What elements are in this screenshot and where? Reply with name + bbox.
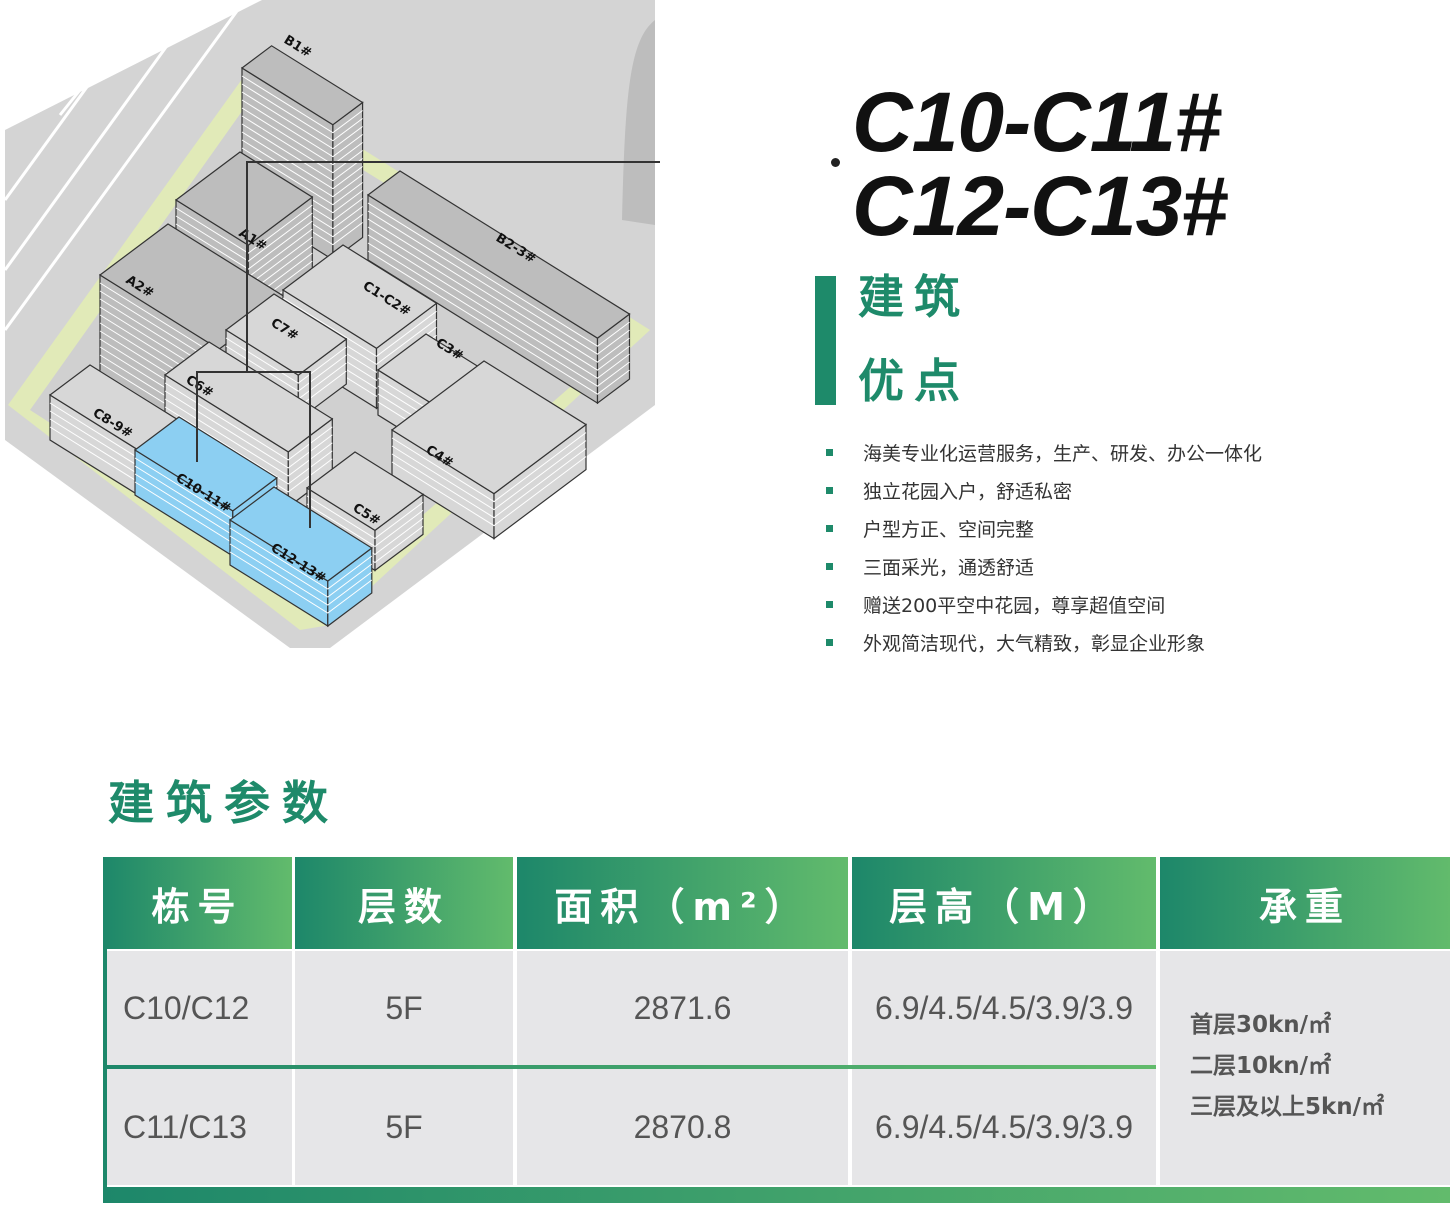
advantages-title-1: 建筑	[858, 270, 970, 324]
building-face	[366, 170, 631, 339]
floor-line	[391, 456, 587, 527]
floor-line	[175, 220, 313, 270]
list-item: 户型方正、空间完整	[826, 509, 1262, 547]
table-cell: 6.9/4.5/4.5/3.9/3.9	[852, 1069, 1156, 1185]
floor-line	[225, 345, 347, 392]
floor-line	[241, 123, 363, 182]
building-face	[305, 451, 425, 532]
bullet-icon	[826, 486, 833, 494]
building-b2-3: B2-3#	[366, 170, 631, 405]
floor-line	[367, 250, 630, 395]
table-cell: C11/C13	[107, 1069, 292, 1185]
bullet-icon	[826, 638, 833, 646]
building-face	[224, 293, 348, 376]
left-border	[103, 949, 107, 1189]
floor-line	[229, 551, 373, 614]
floor-line	[229, 543, 373, 606]
floor-line	[306, 503, 424, 548]
floor-line	[367, 210, 630, 355]
table-cell: C10/C12	[107, 951, 292, 1065]
leader-lines	[196, 161, 660, 528]
building-face	[133, 416, 278, 512]
floor-line	[241, 147, 363, 206]
col-header: 层高（M）	[852, 857, 1156, 949]
building-title-1: C10-C11#	[852, 75, 1222, 169]
floor-line	[367, 242, 630, 387]
building-face	[332, 101, 364, 261]
bullet-icon	[826, 562, 833, 570]
roads	[3, 0, 247, 331]
floor-line	[282, 297, 437, 357]
floor-line	[175, 204, 313, 254]
floor-line	[241, 99, 363, 158]
accent-bar	[815, 276, 836, 405]
floor-line	[225, 337, 347, 384]
floor-line	[229, 527, 373, 590]
building-face	[174, 151, 314, 246]
advantages-title-2: 优点	[858, 354, 970, 408]
table-cell: 2871.6	[517, 951, 848, 1065]
table-footer-bar	[103, 1187, 1450, 1203]
list-item: 赠送200平空中花园，尊享超值空间	[826, 585, 1262, 623]
params-table: 栋号 层数 面积（m²） 层高（M） 承重 C10/C12 5F 2871.6 …	[103, 857, 1450, 1203]
list-item: 外观简洁现代，大气精致，彰显企业形象	[826, 623, 1262, 661]
curved-road	[622, 20, 655, 225]
building-face	[281, 244, 438, 350]
floor-line	[241, 131, 363, 190]
floor-line	[367, 234, 630, 379]
row-divider	[103, 1065, 1156, 1069]
load-cell	[1160, 951, 1450, 1185]
list-item: 三面采光，通透舒适	[826, 547, 1262, 585]
table-cell: 5F	[295, 951, 513, 1065]
col-header: 层数	[295, 857, 513, 949]
floor-line	[164, 382, 333, 461]
bullet-icon	[826, 600, 833, 608]
col-header: 承重	[1160, 857, 1450, 949]
floor-line	[241, 83, 363, 142]
floor-line	[306, 495, 424, 540]
floor-line	[391, 440, 587, 511]
building-face	[228, 486, 373, 582]
table-cell: 5F	[295, 1069, 513, 1185]
floor-line	[391, 448, 587, 519]
list-item: 海美专业化运营服务，生产、研发、办公一体化	[826, 433, 1262, 471]
floor-line	[241, 115, 363, 174]
table-cell: 2870.8	[517, 1069, 848, 1185]
floor-line	[241, 139, 363, 198]
table-cell: 6.9/4.5/4.5/3.9/3.9	[852, 951, 1156, 1065]
load-values: 首层30kn/㎡ 二层10kn/㎡ 三层及以上5kn/㎡	[1190, 1012, 1385, 1120]
floor-line	[367, 218, 630, 363]
bullet-icon	[826, 448, 833, 456]
floor-line	[164, 398, 333, 477]
params-title: 建筑参数	[108, 776, 340, 830]
building-title-2: C12-C13#	[852, 159, 1228, 253]
floor-line	[229, 535, 373, 598]
bullet-icon	[826, 524, 833, 532]
building-face	[240, 45, 364, 126]
floor-line	[175, 212, 313, 262]
floor-line	[241, 75, 363, 134]
floor-line	[367, 226, 630, 371]
building-c12-13: C12-13#	[228, 486, 373, 628]
floor-line	[241, 91, 363, 150]
leader-dot	[831, 158, 840, 167]
building-face	[163, 341, 334, 453]
floor-line	[367, 202, 630, 347]
col-header: 栋号	[103, 857, 292, 949]
building-face	[390, 360, 588, 495]
building-c4: C4#	[390, 360, 588, 540]
list-item: 独立花园入户，舒适私密	[826, 471, 1262, 509]
col-header: 面积（m²）	[517, 857, 848, 949]
site-plan-map: B2-3#B1#A1#A2#C1-C2#C7#C3#C6#C8-9#C4#C10…	[3, 0, 660, 648]
floor-line	[164, 390, 333, 469]
floor-line	[241, 107, 363, 166]
advantages-list: 海美专业化运营服务，生产、研发、办公一体化 独立花园入户，舒适私密 户型方正、空…	[826, 433, 1262, 661]
floor-line	[164, 406, 333, 485]
floor-line	[391, 432, 587, 503]
